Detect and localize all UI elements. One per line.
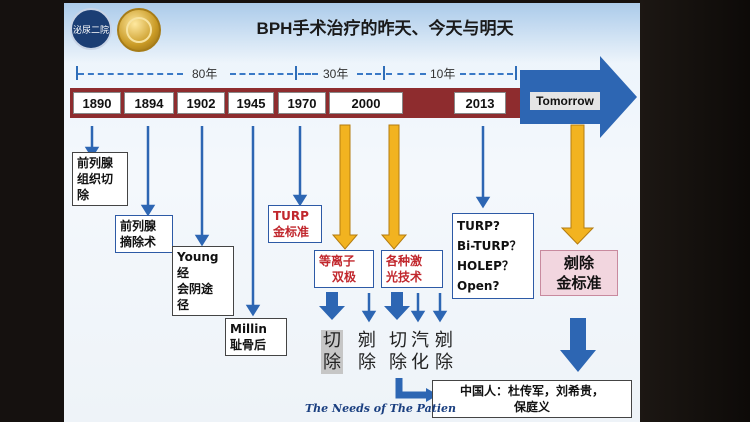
year-1970: 1970 <box>278 92 326 114</box>
year-1890: 1890 <box>73 92 121 114</box>
box-tomorrow-line: 金标准 <box>556 274 602 292</box>
box-laser-line: 各种激 <box>386 254 423 268</box>
box-2013-line: Open? <box>457 279 500 293</box>
box-2013-line: Bi-TURP？ <box>457 239 522 253</box>
box-1890: 前列腺 组织切 除 <box>72 152 128 206</box>
arrow-1945-head <box>245 304 261 317</box>
span-tick <box>383 66 385 80</box>
tech-char: 除 <box>389 352 407 373</box>
arrow-plasma-gold <box>331 124 359 250</box>
arrow-1894-head <box>140 204 156 217</box>
box-1890-line: 组织切 <box>77 172 114 186</box>
box-chinese-line: 中国人：杜传军，刘希贵， <box>459 384 604 398</box>
span-tick <box>295 66 297 80</box>
tomorrow-label: Tomorrow <box>530 92 600 110</box>
tech-char: 汽 <box>411 330 429 351</box>
box-1902: Young经 会阴途 径 <box>172 246 234 316</box>
arrow-2013-head <box>475 196 491 209</box>
box-1894: 前列腺 摘除术 <box>115 215 173 253</box>
arrow-tech-5-head <box>432 310 448 323</box>
box-chinese: 中国人：杜传军，刘希贵， 保庭义 <box>432 380 632 418</box>
box-2013: TURP? Bi-TURP？ HOLEP？ Open? <box>452 213 534 299</box>
box-1894-line: 摘除术 <box>120 235 157 249</box>
hospital-logo-text: 泌尿二院 <box>72 25 109 36</box>
box-1890-line: 前列腺 <box>77 156 114 170</box>
box-2013-line: TURP? <box>457 219 500 233</box>
arrow-laser-gold <box>380 124 408 250</box>
right-shadow <box>640 0 750 422</box>
arrow-tech-1 <box>319 292 345 320</box>
box-laser-line: 光技术 <box>386 270 423 284</box>
hospital-logo: 泌尿二院 <box>70 8 112 50</box>
box-1945-line: 耻骨后 <box>230 338 267 352</box>
slide-title: BPH手术治疗的昨天、今天与明天 <box>256 19 514 38</box>
year-2000: 2000 <box>329 92 403 114</box>
span-label-30: 30年 <box>323 67 349 81</box>
gold-seal-logo <box>117 8 161 52</box>
box-1890-line: 除 <box>77 188 90 202</box>
arrow-tomorrow-blue <box>560 318 596 372</box>
year-1894: 1894 <box>124 92 174 114</box>
tech-char: 除 <box>435 352 453 373</box>
tech-char: 除 <box>358 352 376 373</box>
span-line <box>298 73 318 75</box>
box-plasma-line: 等离子 <box>319 254 356 268</box>
year-1902: 1902 <box>177 92 225 114</box>
box-1894-line: 前列腺 <box>120 219 157 233</box>
box-tomorrow: 剜除 金标准 <box>540 250 618 296</box>
arrow-tech-2-head <box>361 310 377 323</box>
tech-char: 剜 <box>358 330 376 351</box>
span-tick <box>515 66 517 80</box>
span-line <box>78 73 183 75</box>
box-plasma-line: 双极 <box>331 270 356 284</box>
box-1902-line: 会阴途 <box>177 282 214 296</box>
arrow-tech-4-head <box>410 310 426 323</box>
box-1945: Millin 耻骨后 <box>225 318 287 356</box>
box-1970-line: 金标准 <box>273 225 310 239</box>
year-1945: 1945 <box>228 92 274 114</box>
box-laser: 各种激 光技术 <box>381 250 443 288</box>
box-tomorrow-line: 剜除 <box>563 254 594 272</box>
arrow-chinese-elbow <box>395 378 428 399</box>
span-line <box>386 73 426 75</box>
box-1970: TURP 金标准 <box>268 205 322 243</box>
tech-char: 切 <box>389 330 407 351</box>
bottom-caption: The Needs of The Patien <box>305 402 457 415</box>
span-line <box>357 73 381 75</box>
box-plasma: 等离子 双极 <box>314 250 374 288</box>
box-chinese-line: 保庭义 <box>513 400 550 414</box>
arrow-1970-head <box>292 194 308 207</box>
arrow-1902-head <box>194 234 210 247</box>
span-label-80: 80年 <box>192 67 218 81</box>
span-line <box>460 73 513 75</box>
span-label-10: 10年 <box>430 67 456 81</box>
box-1902-line: 径 <box>177 298 190 312</box>
span-tick <box>76 66 78 80</box>
arrow-tech-3 <box>384 292 410 320</box>
span-line <box>230 73 293 75</box>
box-1902-line: Young经 <box>177 250 219 280</box>
tech-char: 切 <box>321 330 343 352</box>
year-2013: 2013 <box>454 92 506 114</box>
box-1970-line: TURP <box>273 209 309 223</box>
tech-char: 除 <box>321 352 343 374</box>
box-2013-line: HOLEP？ <box>457 259 514 273</box>
tech-char: 剜 <box>435 330 453 351</box>
tech-char: 化 <box>411 352 429 373</box>
box-1945-line: Millin <box>230 322 267 336</box>
arrow-tomorrow-gold <box>560 124 595 245</box>
